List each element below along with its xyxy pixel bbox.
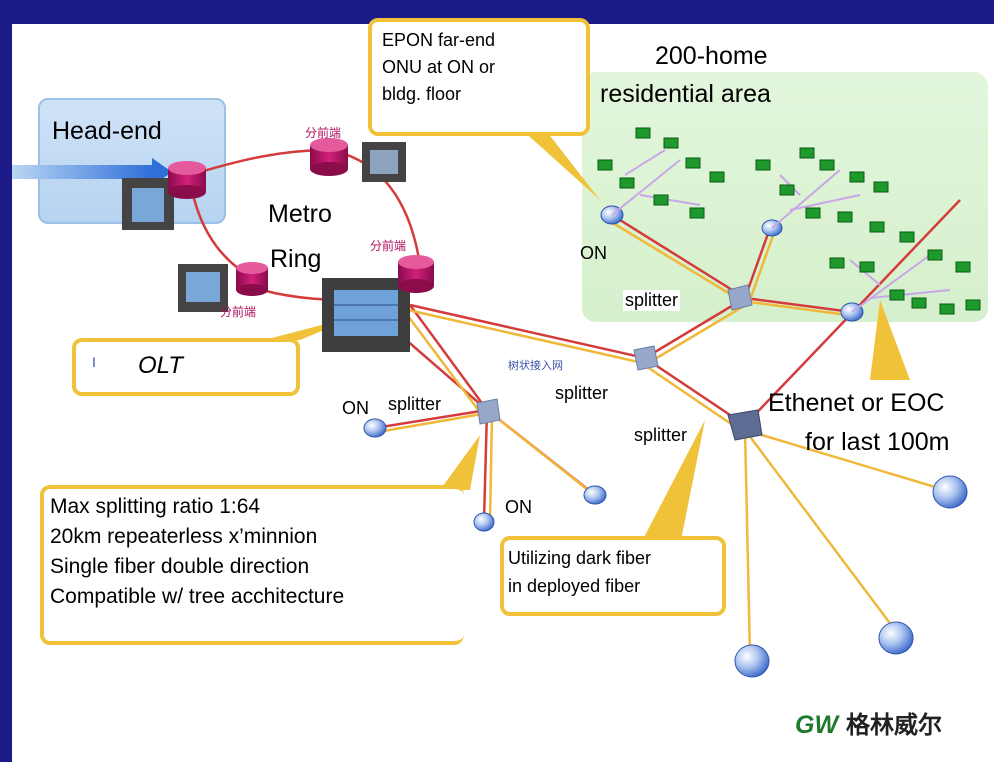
- epon-line1: EPON far-end: [382, 30, 496, 50]
- router-cylinder-icon: [236, 262, 268, 296]
- router-cylinder-icon: [168, 161, 206, 199]
- onu-node-icon: [878, 621, 914, 655]
- max-splitting-ratio: Max splitting ratio 1:64: [50, 495, 261, 518]
- splitter-icon: [476, 398, 501, 425]
- splitter-icon: [727, 284, 753, 311]
- on-label-top: ON: [580, 243, 607, 263]
- splitter-label-bottom: splitter: [632, 425, 690, 446]
- repeaterless-distance: 20km repeaterless x’minnion: [50, 525, 318, 548]
- olt-label: OLT: [138, 352, 183, 379]
- dark-fiber-callout: Utilizing dark fiber in deployed fiber: [500, 536, 726, 616]
- sub-headend-label-2: 分前端: [370, 239, 407, 253]
- server-rack-icon: [362, 142, 406, 182]
- splitter-label-mid: splitter: [553, 383, 611, 404]
- router-cylinder-icon: [310, 138, 348, 176]
- head-end-label: Head-end: [52, 117, 162, 145]
- onu-node-icon: [734, 644, 770, 678]
- epon-line2: ONU at ON or: [382, 57, 496, 77]
- ethernet-label-line1: Ethenet or EOC: [768, 389, 945, 417]
- sub-headend-label-1: 分前端: [305, 126, 342, 140]
- splitter-label-left: splitter: [386, 394, 444, 415]
- splitter-label-top: splitter: [623, 290, 681, 311]
- residential-label-line1: 200-home: [655, 42, 768, 70]
- epon-callout: EPON far-end ONU at ON or bldg. floor: [368, 18, 590, 136]
- metro-label: Metro: [268, 200, 332, 228]
- ring-label: Ring: [270, 245, 322, 274]
- logo-name: 格林威尔: [846, 711, 943, 739]
- dark-fiber-line2: in deployed fiber: [508, 576, 641, 596]
- olt-rack-icon: [322, 278, 410, 352]
- home-device-icon: [597, 127, 981, 315]
- onu-node-icon: [583, 485, 607, 505]
- dark-fiber-line1: Utilizing dark fiber: [508, 548, 652, 568]
- onu-node-icon: [473, 512, 495, 532]
- fiber-lines: [359, 199, 961, 656]
- features-callout: Max splitting ratio 1:64 20km repeaterle…: [40, 485, 464, 645]
- single-fiber: Single fiber double direction: [50, 555, 310, 578]
- tree-access-label: 树状接入网: [508, 359, 563, 372]
- server-rack-icon: [122, 178, 174, 230]
- server-rack-icon: [178, 264, 228, 312]
- splitter-icon: [633, 345, 659, 371]
- tree-compatibility: Compatible w/ tree acchitecture: [50, 585, 345, 608]
- residential-label-line2: residential area: [600, 80, 771, 108]
- slide-left-bar: [0, 0, 12, 762]
- ethernet-label-line2: for last 100m: [805, 428, 950, 456]
- on-label-bottom: ON: [505, 497, 532, 517]
- olt-callout: I OLT: [72, 338, 300, 396]
- on-label-left: ON: [342, 398, 369, 418]
- epon-line3: bldg. floor: [382, 84, 462, 104]
- onu-node-icon: [363, 418, 387, 438]
- splitter-icon: [727, 409, 763, 441]
- residential-tree: [611, 149, 951, 313]
- onu-node-icon: [932, 475, 968, 509]
- olt-prefix: I: [92, 354, 96, 370]
- sub-headend-label-3: 分前端: [220, 305, 257, 319]
- router-cylinder-icon: [398, 255, 434, 293]
- logo-mark: GW: [795, 711, 839, 739]
